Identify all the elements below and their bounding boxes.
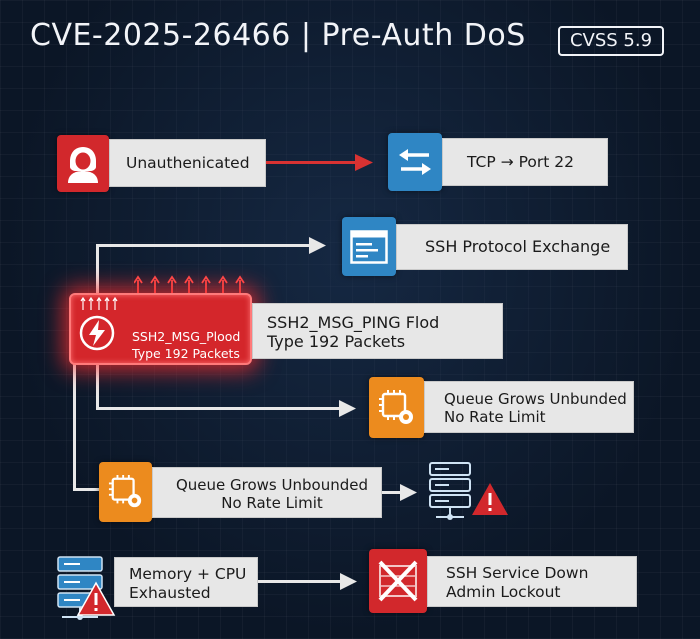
server-alert-icon — [429, 462, 508, 520]
flood-block-line1: SSH2_MSG_Plood — [132, 329, 241, 344]
trunk-line-lower — [96, 362, 99, 409]
service-down-line2: Admin Lockout — [446, 583, 561, 601]
connector-to-service-down — [258, 580, 342, 583]
ping-flood-line2: Type 192 Packets — [267, 332, 406, 351]
lightning-icon — [79, 315, 115, 351]
cvss-badge: CVSS 5.9 — [558, 26, 664, 56]
queue-left-box: Queue Grows Unbounded No Rate Limit — [152, 467, 382, 518]
service-down-box: SSH Service Down Admin Lockout — [427, 556, 637, 607]
arrowhead-icon — [340, 573, 357, 590]
ping-flood-box: SSH2_MSG_PING Flod Type 192 Packets — [252, 303, 503, 359]
hooded-attacker-icon — [57, 135, 109, 192]
page-title: CVE-2025-26466 | Pre-Auth DoS — [30, 18, 526, 53]
left-trunk-line — [73, 362, 76, 490]
red-connector-line — [266, 161, 358, 164]
connector-to-queue-right — [96, 407, 342, 410]
arrowhead-icon — [339, 400, 356, 417]
terminal-window-icon — [342, 217, 396, 276]
chip-gear-icon — [369, 377, 424, 438]
memory-line1: Memory + CPU — [129, 565, 247, 583]
memory-box: Memory + CPU Exhausted — [114, 557, 258, 607]
queue-right-line2: No Rate Limit — [444, 408, 546, 426]
tcp-label: TCP → Port 22 — [467, 152, 574, 171]
queue-right-line1: Queue Grows Unbunded — [444, 390, 627, 408]
unauthenticated-box: Unauthenicated — [109, 139, 266, 187]
small-arrows-icon — [80, 296, 118, 310]
connector-to-ssh-exchange — [96, 244, 311, 247]
server-crossed-icon — [369, 549, 427, 613]
unauthenticated-label: Unauthenicated — [126, 153, 250, 172]
arrowhead-icon — [400, 484, 417, 501]
connector-to-server-alert — [382, 491, 402, 494]
chip-gear-icon — [99, 462, 152, 522]
flood-block-line2: Type 192 Packets — [132, 346, 240, 361]
queue-left-line2: No Rate Limit — [221, 494, 323, 512]
arrowhead-icon — [309, 237, 326, 254]
ping-flood-line1: SSH2_MSG_PING Flod — [267, 313, 440, 332]
service-down-line1: SSH Service Down — [446, 564, 589, 582]
ssh-exchange-label: SSH Protocol Exchange — [425, 237, 611, 257]
flood-block-text: SSH2_MSG_Plood Type 192 Packets — [132, 328, 240, 362]
trunk-line-upper — [96, 244, 99, 296]
connector-to-queue-left — [73, 488, 99, 491]
transfer-arrows-icon — [388, 133, 442, 191]
queue-right-box: Queue Grows Unbunded No Rate Limit — [424, 381, 634, 433]
memory-line2: Exhausted — [129, 584, 211, 602]
queue-left-line1: Queue Grows Unbounded — [175, 476, 368, 494]
red-arrowhead-icon — [355, 154, 373, 171]
tcp-box: TCP → Port 22 — [442, 138, 608, 186]
server-warning-icon — [57, 556, 116, 620]
ssh-exchange-box: SSH Protocol Exchange — [396, 224, 628, 270]
